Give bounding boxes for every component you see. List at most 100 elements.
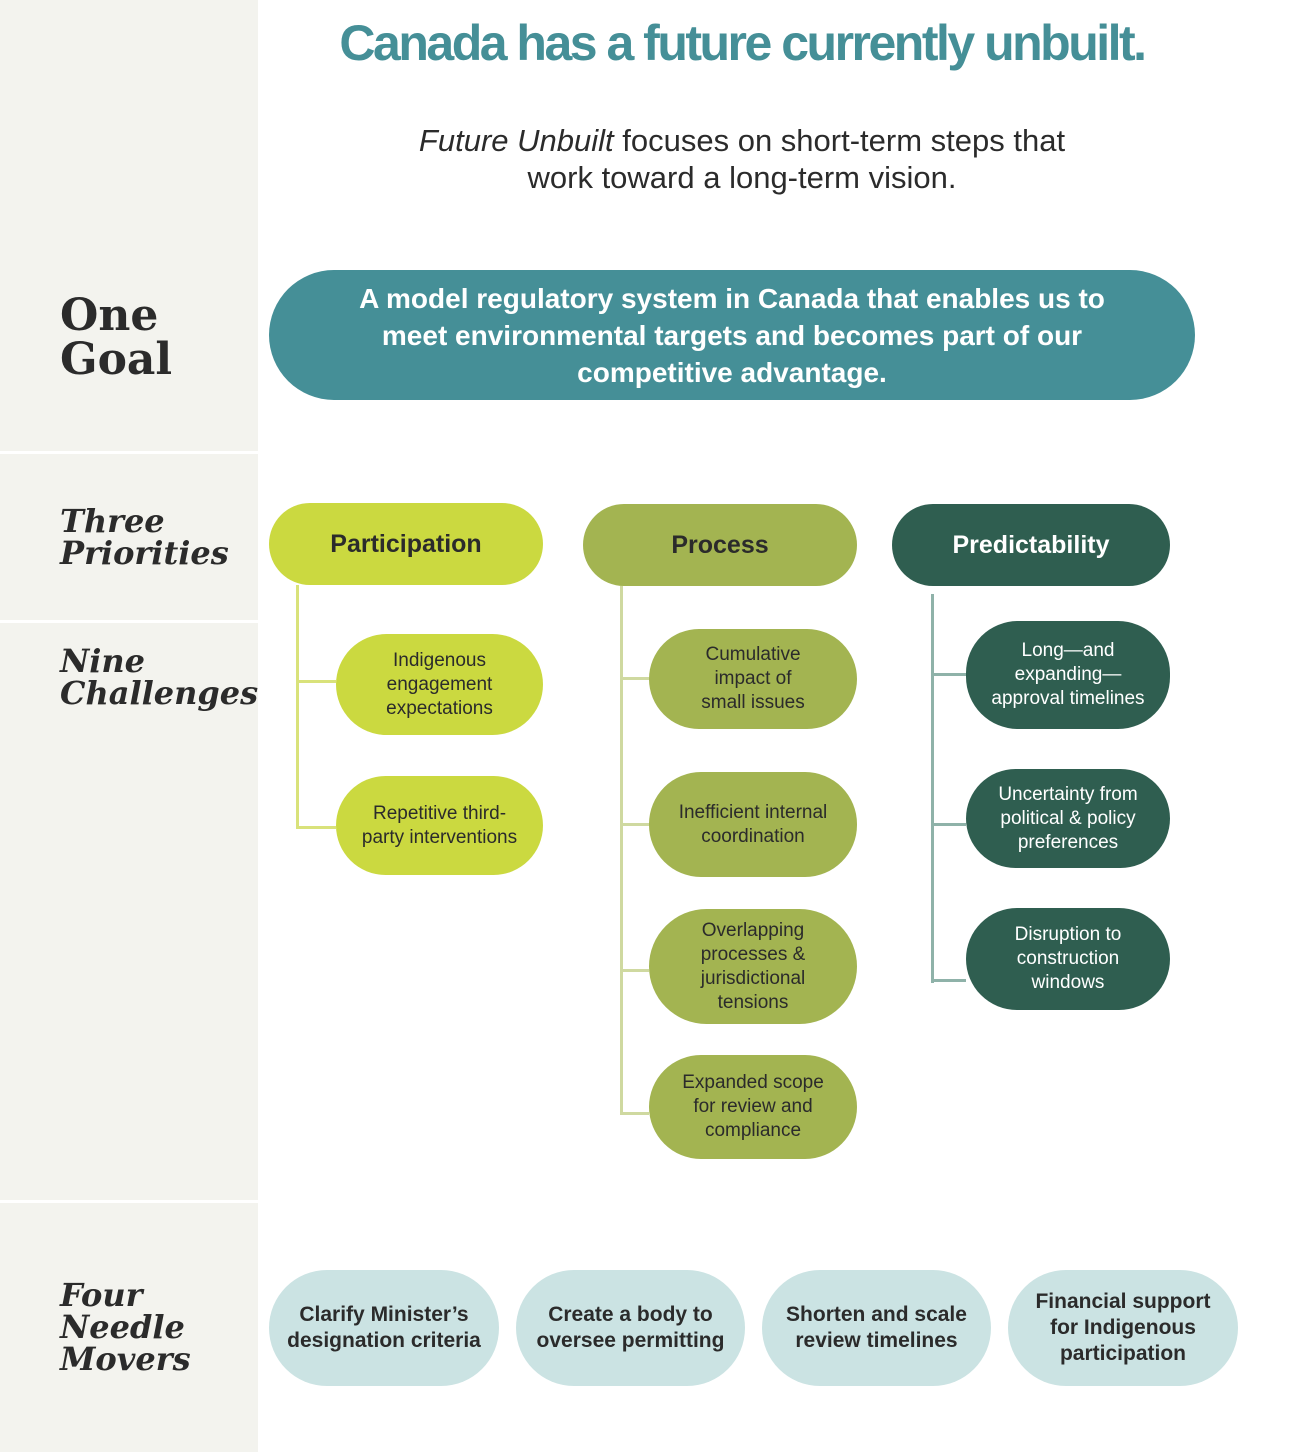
challenge-line: political & policy bbox=[1000, 807, 1136, 829]
challenge-line: Expanded scope bbox=[682, 1072, 824, 1093]
subtitle-line-2: work toward a long-term vision. bbox=[527, 160, 957, 195]
challenge-line: Overlapping bbox=[701, 919, 805, 941]
page-title: Canada has a future currently unbuilt. bbox=[339, 15, 1147, 71]
row-label-line: Three bbox=[60, 502, 165, 540]
needle-mover-permitting-body: Create a body to oversee permitting bbox=[516, 1270, 745, 1386]
priority-participation: Participation bbox=[269, 503, 543, 585]
needle-mover-review-timelines: Shorten and scale review timelines bbox=[762, 1270, 991, 1386]
row-label-one-goal: One Goal bbox=[60, 294, 172, 382]
row-label-line: Needle bbox=[60, 1308, 185, 1346]
challenge-internal-coordination: Inefficient internal coordination bbox=[649, 772, 857, 877]
goal-pill: A model regulatory system in Canada that… bbox=[269, 270, 1195, 400]
row-label-line: Challenges bbox=[60, 674, 259, 712]
connector-line bbox=[620, 969, 649, 972]
mover-text: Financial support for Indigenous partici… bbox=[1035, 1289, 1210, 1367]
connector-line bbox=[296, 585, 299, 829]
challenge-line: tensions bbox=[717, 991, 789, 1013]
challenge-line: windows bbox=[1031, 972, 1105, 993]
challenge-text: Inefficient internal coordination bbox=[679, 801, 828, 849]
challenge-repetitive-interventions: Repetitive third- party interventions bbox=[336, 776, 543, 875]
challenge-line: Indigenous bbox=[393, 649, 486, 671]
connector-line bbox=[931, 594, 934, 983]
challenge-text: Cumulative impact of small issues bbox=[701, 643, 804, 715]
challenge-line: approval timelines bbox=[991, 688, 1145, 709]
challenge-line: compliance bbox=[704, 1120, 802, 1141]
challenge-line: Cumulative bbox=[705, 644, 801, 665]
row-label-line: Priorities bbox=[60, 534, 229, 572]
challenge-line: expectations bbox=[386, 697, 493, 719]
sidebar-divider bbox=[0, 1200, 258, 1203]
subtitle-emphasis: Future Unbuilt bbox=[418, 123, 614, 158]
mover-line: review timelines bbox=[795, 1329, 958, 1352]
challenge-text: Disruption to construction windows bbox=[1015, 923, 1122, 995]
connector-line bbox=[296, 826, 336, 829]
challenge-cumulative-impact: Cumulative impact of small issues bbox=[649, 629, 857, 729]
sidebar-divider bbox=[0, 451, 258, 454]
goal-line: A model regulatory system in Canada that… bbox=[359, 282, 1105, 314]
mover-text: Create a body to oversee permitting bbox=[537, 1302, 725, 1354]
priority-predictability: Predictability bbox=[892, 504, 1170, 586]
row-label-nine-challenges: Nine Challenges bbox=[60, 645, 258, 709]
mover-line: Create a body to bbox=[548, 1303, 713, 1326]
priority-process: Process bbox=[583, 504, 857, 586]
mover-line: Clarify Minister’s bbox=[299, 1303, 469, 1326]
row-label-sidebar bbox=[0, 0, 258, 1452]
subtitle: Future Unbuilt focuses on short-term ste… bbox=[258, 122, 1226, 196]
mover-text: Clarify Minister’s designation criteria bbox=[287, 1302, 481, 1354]
mover-line: for Indigenous bbox=[1050, 1316, 1196, 1339]
subtitle-line-1: Future Unbuilt focuses on short-term ste… bbox=[258, 122, 1226, 159]
challenge-line: impact of bbox=[714, 668, 792, 689]
challenge-political-uncertainty: Uncertainty from political & policy pref… bbox=[966, 769, 1170, 868]
challenge-line: preferences bbox=[1017, 831, 1119, 853]
goal-line: meet environmental targets and becomes p… bbox=[381, 319, 1083, 351]
challenge-text: Uncertainty from political & policy pref… bbox=[998, 783, 1137, 855]
mover-line: oversee permitting bbox=[536, 1329, 725, 1352]
challenge-approval-timelines: Long—and expanding— approval timelines bbox=[966, 621, 1170, 729]
mover-line: Financial support bbox=[1035, 1290, 1211, 1313]
row-label-line: Nine bbox=[60, 642, 146, 680]
connector-line bbox=[620, 1112, 649, 1115]
challenge-text: Long—and expanding— approval timelines bbox=[991, 639, 1144, 711]
challenge-line: Long—and bbox=[1021, 640, 1115, 661]
connector-line bbox=[931, 979, 966, 982]
challenge-line: small issues bbox=[701, 692, 805, 713]
row-label-line: One bbox=[60, 290, 159, 341]
challenge-line: expanding— bbox=[1014, 664, 1122, 685]
needle-mover-indigenous-support: Financial support for Indigenous partici… bbox=[1008, 1270, 1238, 1386]
challenge-construction-windows: Disruption to construction windows bbox=[966, 908, 1170, 1010]
challenge-indigenous-engagement: Indigenous engagement expectations bbox=[336, 634, 543, 735]
row-label-line: Goal bbox=[60, 334, 173, 385]
challenge-line: engagement bbox=[386, 673, 493, 695]
challenge-text: Indigenous engagement expectations bbox=[386, 649, 493, 721]
challenge-expanded-scope: Expanded scope for review and compliance bbox=[649, 1055, 857, 1159]
mover-line: Shorten and scale bbox=[786, 1303, 967, 1326]
challenge-text: Expanded scope for review and compliance bbox=[682, 1071, 824, 1143]
connector-line bbox=[620, 677, 649, 680]
challenge-line: construction bbox=[1016, 948, 1120, 969]
sidebar-divider bbox=[0, 620, 258, 623]
row-label-four-needle-movers: Four Needle Movers bbox=[60, 1279, 191, 1375]
goal-line: competitive advantage. bbox=[577, 356, 887, 388]
mover-line: participation bbox=[1059, 1342, 1186, 1365]
goal-text: A model regulatory system in Canada that… bbox=[359, 280, 1105, 391]
connector-line bbox=[620, 823, 649, 826]
challenge-line: Inefficient internal bbox=[678, 801, 828, 823]
mover-line: designation criteria bbox=[287, 1329, 481, 1352]
challenge-line: coordination bbox=[701, 825, 805, 847]
challenge-line: for review and bbox=[693, 1096, 813, 1117]
challenge-line: Disruption to bbox=[1014, 924, 1122, 945]
challenge-line: processes & bbox=[700, 943, 806, 965]
connector-line bbox=[296, 680, 336, 683]
connector-line bbox=[620, 586, 623, 1115]
connector-line bbox=[931, 823, 966, 826]
row-label-line: Movers bbox=[60, 1340, 191, 1378]
row-label-three-priorities: Three Priorities bbox=[60, 505, 229, 569]
subtitle-text: focuses on short-term steps that bbox=[613, 123, 1066, 158]
challenge-line: jurisdictional bbox=[700, 967, 806, 989]
challenge-line: Repetitive third- bbox=[372, 802, 507, 824]
challenge-line: party interventions bbox=[361, 826, 518, 848]
challenge-line: Uncertainty from bbox=[998, 783, 1138, 805]
challenge-overlapping-processes: Overlapping processes & jurisdictional t… bbox=[649, 909, 857, 1024]
challenge-text: Repetitive third- party interventions bbox=[362, 802, 517, 850]
needle-mover-clarify-criteria: Clarify Minister’s designation criteria bbox=[269, 1270, 499, 1386]
